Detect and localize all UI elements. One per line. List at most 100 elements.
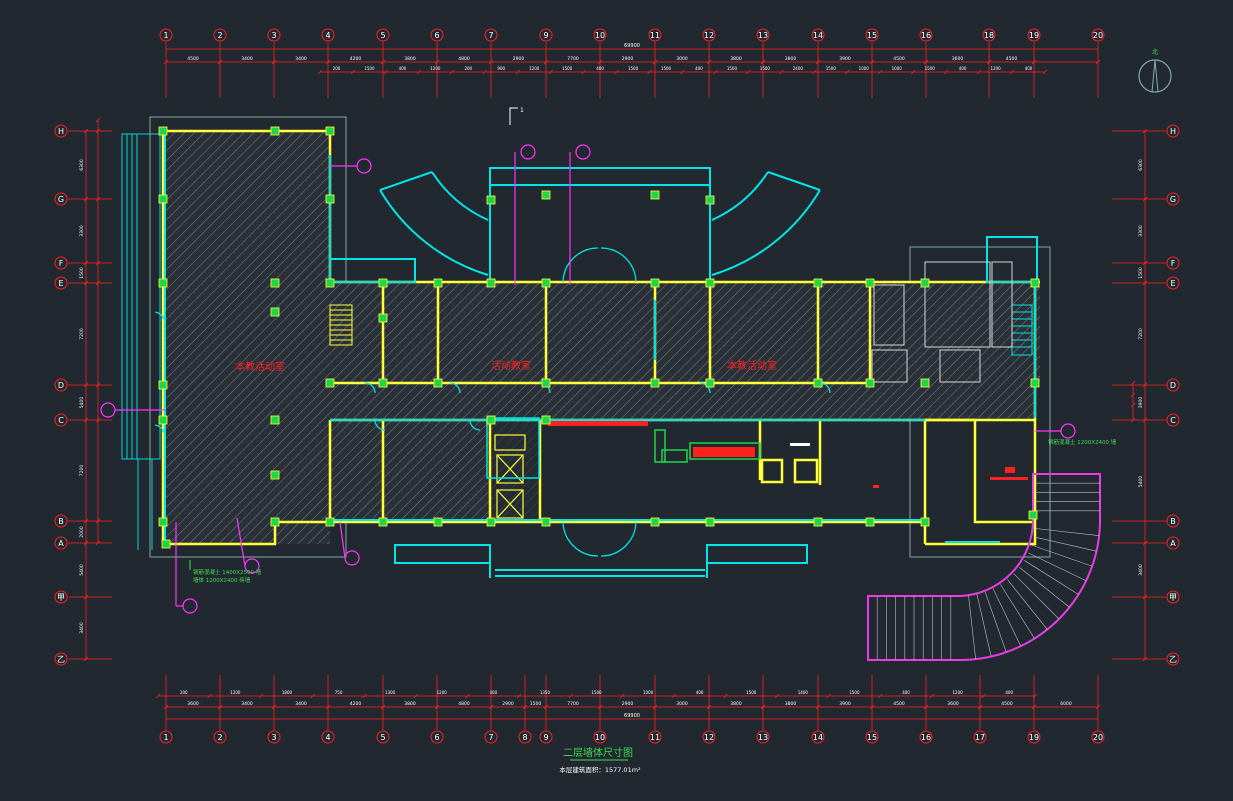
- stair-tread: [1024, 560, 1079, 595]
- structural-column: [486, 195, 496, 205]
- dim-tick: [1095, 704, 1101, 710]
- dim-tick: [434, 59, 440, 65]
- structural-column: [161, 539, 171, 549]
- dim-tick: [163, 59, 169, 65]
- dim-vtext: 3300: [1138, 225, 1144, 237]
- axis-label-left: A: [58, 539, 64, 548]
- drawing-title: 二层墙体尺寸图: [563, 746, 633, 759]
- structural-column: [705, 278, 715, 288]
- dim-tick: [760, 59, 766, 65]
- dim-text: 400: [959, 66, 967, 71]
- dim-text: 2400: [793, 66, 804, 71]
- dim-tick: [258, 693, 264, 699]
- dim-vtext: 1500: [1138, 267, 1144, 279]
- dim-tick: [844, 69, 850, 75]
- axis-bubble-bottom: [702, 730, 716, 744]
- dim-text: 3400: [241, 701, 253, 707]
- axis-bubble-right: [1166, 536, 1180, 550]
- slab-north-rooms: [330, 282, 1040, 383]
- axis-bubble-left: [54, 413, 68, 427]
- stair-tread: [976, 594, 992, 657]
- structural-column: [433, 517, 443, 527]
- dim-tick: [877, 69, 883, 75]
- structural-column: [378, 278, 388, 288]
- structural-column: [650, 278, 660, 288]
- dim-tick: [760, 704, 766, 710]
- structural-column: [650, 517, 660, 527]
- structural-column: [920, 278, 930, 288]
- dim-text: 3800: [404, 701, 416, 707]
- dim-vtick: [83, 280, 89, 286]
- entrance-canopies: [379, 171, 821, 276]
- dim-vtick: [1130, 380, 1136, 386]
- axis-bubble-top: [321, 28, 335, 42]
- axis-label-top: 14: [813, 31, 823, 40]
- axis-label-bottom: 6: [434, 733, 439, 742]
- dim-tick: [723, 693, 728, 699]
- dim-total-top: 69900: [624, 43, 640, 49]
- dim-tick: [812, 69, 817, 75]
- axis-bubble-top: [159, 28, 173, 42]
- dim-text: 3900: [839, 701, 851, 707]
- toilet-fixtures: [871, 261, 1013, 383]
- dim-text: 2900: [502, 701, 514, 707]
- axis-bubble-top: [982, 28, 996, 42]
- dim-tick: [325, 59, 331, 65]
- dim-text: 750: [335, 690, 343, 695]
- structural-column: [270, 307, 280, 317]
- dim-text: 7700: [567, 56, 579, 62]
- axis-bubble-right: [1166, 256, 1180, 270]
- dim-text: 1500: [628, 66, 639, 71]
- dim-text: 200: [464, 66, 472, 71]
- dim-vtick: [83, 260, 89, 266]
- stair-tread: [1013, 573, 1060, 620]
- legend-rc-wall: 钢筋混凝土 1400X2500 墙: [193, 568, 262, 576]
- dim-tick: [869, 704, 875, 710]
- dim-text: 1000: [643, 690, 654, 695]
- dim-text: 3800: [730, 701, 742, 707]
- structural-column: [158, 194, 168, 204]
- axis-bubble-top: [648, 28, 662, 42]
- dim-text: 3400: [241, 56, 253, 62]
- dim-tick: [652, 59, 658, 65]
- room-label-east: 本教活动室: [727, 359, 777, 372]
- structural-column: [865, 517, 875, 527]
- dim-vtick: [1142, 128, 1148, 134]
- dim-text: 4500: [893, 701, 905, 707]
- axis-label-top: 10: [595, 31, 605, 40]
- dim-vtick: [95, 128, 101, 134]
- axis-bubble-bottom: [919, 730, 933, 744]
- dim-vtext: 2000: [79, 526, 85, 538]
- axis-label-right: H: [1170, 127, 1176, 136]
- axis-bubble-bottom: [376, 730, 390, 744]
- dim-tick: [217, 59, 223, 65]
- structural-column: [650, 378, 660, 388]
- axis-label-bottom: 7: [488, 733, 493, 742]
- axis-bubble-bottom: [973, 730, 987, 744]
- axis-label-right: B: [1170, 517, 1176, 526]
- axis-label-top: 2: [217, 31, 222, 40]
- stair-tread: [1035, 528, 1100, 536]
- dim-vtick: [83, 594, 89, 600]
- dim-text: 1500: [925, 66, 936, 71]
- axis-label-right: G: [1170, 195, 1176, 204]
- slab-south-rooms: [330, 420, 490, 522]
- kitchen-counters: [654, 429, 761, 463]
- structural-column: [270, 517, 280, 527]
- structural-column: [158, 126, 168, 136]
- axis-label-bottom: 3: [271, 733, 276, 742]
- structural-column: [705, 517, 715, 527]
- floor-plan-body: 本教活动室 活动教室 本教活动室 钢筋混凝土 1400X2500 墙 墙体 12…: [100, 116, 1117, 661]
- dim-text: 1200: [430, 66, 441, 71]
- dim-text: 3600: [947, 701, 959, 707]
- dim-text: 4800: [458, 701, 470, 707]
- dim-total-bottom: 69900: [624, 713, 640, 719]
- dim-text: 4500: [1001, 701, 1013, 707]
- dim-text: 400: [1005, 690, 1013, 695]
- structural-column: [705, 378, 715, 388]
- dim-text: 1350: [540, 690, 551, 695]
- dim-tick: [910, 69, 916, 75]
- axis-label-top: 20: [1093, 31, 1103, 40]
- dim-vtext: 5400: [79, 397, 85, 409]
- legend-brick-wall: 墙体 1200X2400 砖墙: [193, 576, 251, 584]
